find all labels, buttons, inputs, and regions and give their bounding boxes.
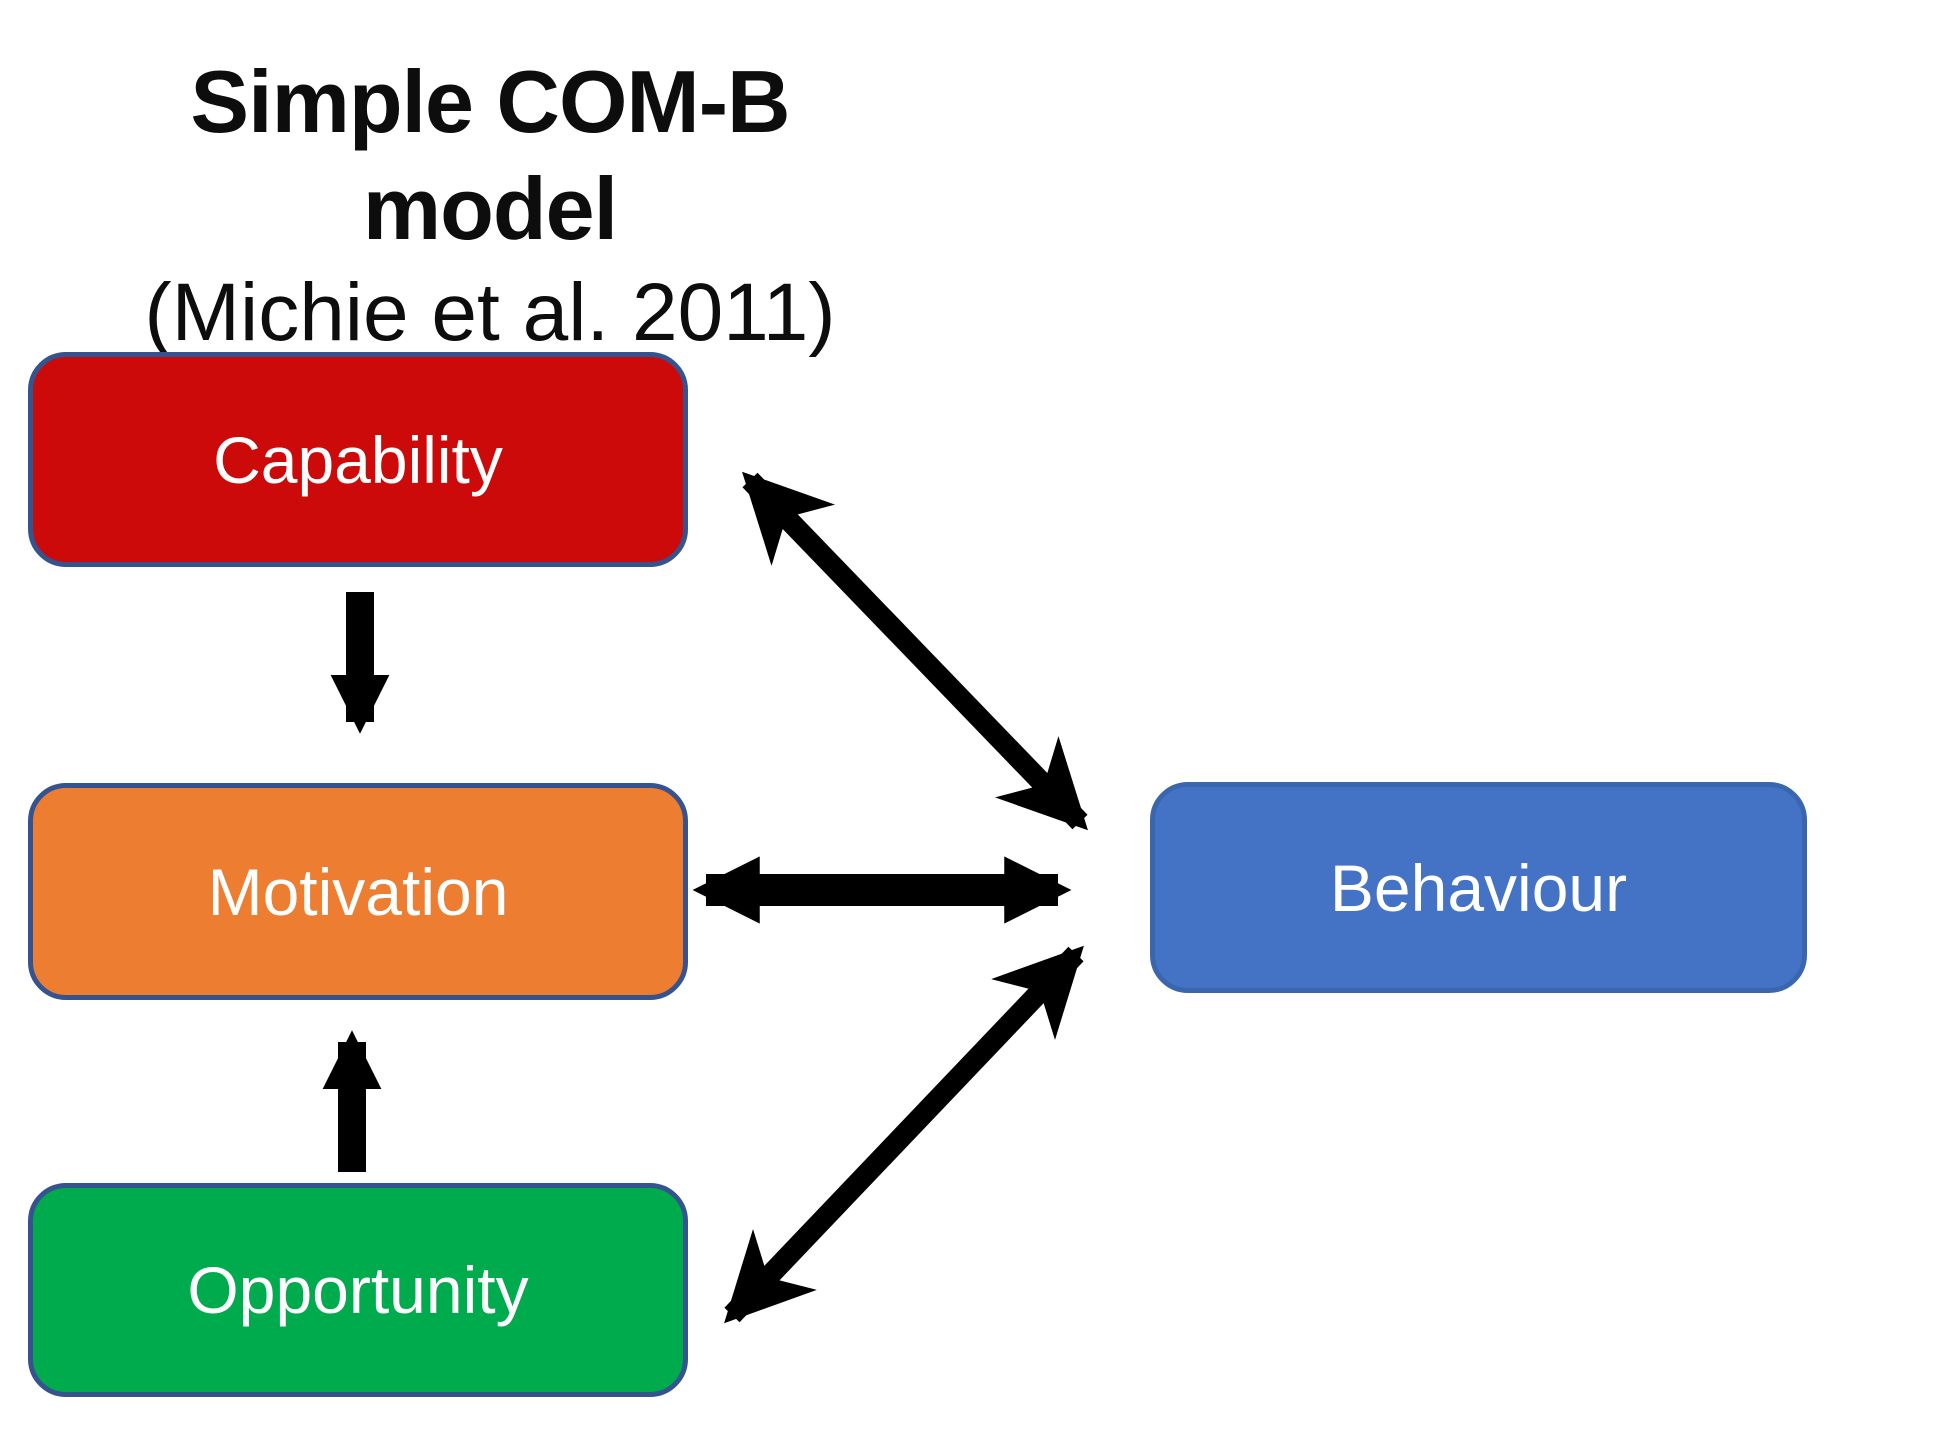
opportunity-node-label: Opportunity — [187, 1253, 529, 1327]
capability-node-label: Capability — [213, 422, 503, 497]
diagram-title-line2: (Michie et al. 2011) — [144, 266, 836, 358]
opportunity-node: Opportunity — [28, 1183, 688, 1397]
behaviour-node-label: Behaviour — [1329, 850, 1628, 925]
arrow-opportunity-behaviour-two-way — [724, 945, 1084, 1324]
capability-node: Capability — [28, 352, 688, 567]
diagram-title-line1: Simple COM-B model — [190, 52, 790, 259]
motivation-node: Motivation — [28, 783, 688, 1000]
motivation-node-label: Motivation — [207, 854, 509, 929]
diagram-title: Simple COM-B model (Michie et al. 2011) — [70, 48, 910, 363]
arrow-capability-behaviour-two-way — [742, 471, 1088, 831]
behaviour-node: Behaviour — [1150, 782, 1807, 993]
